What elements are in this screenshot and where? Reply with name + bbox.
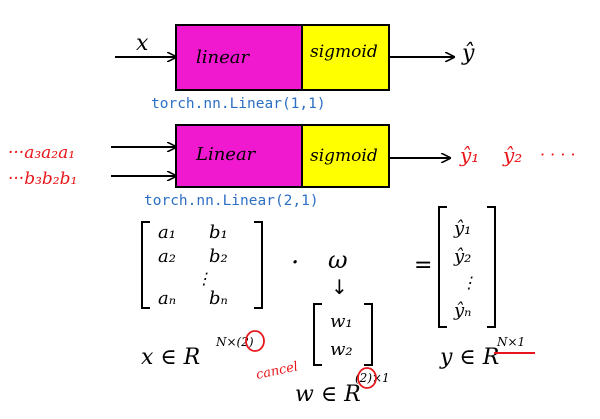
dimension-annotations: x ∈ R N×(2) cancel w ∈ R (2)×1 y ∈ R N×1 — [141, 330, 535, 407]
omega-w2: w₂ — [330, 339, 353, 360]
x-dims-circle — [245, 330, 265, 352]
matrix-y-row1: ŷ₁ — [453, 218, 471, 239]
code-linear-1-1: torch.nn.Linear(1,1) — [151, 96, 326, 112]
w-space-label: w ∈ R — [295, 382, 361, 407]
matrix-x-a2: a₂ — [158, 246, 176, 267]
w-dims-label: (2)×1 — [355, 371, 390, 385]
sigmoid-box — [301, 24, 390, 91]
matrix-x-a1: a₁ — [158, 222, 176, 243]
cancel-note: cancel — [255, 359, 300, 383]
output-label-y-hat: ŷ — [461, 41, 475, 66]
matrix-x-bn: bₙ — [209, 288, 228, 309]
sigmoid-box — [301, 124, 390, 188]
input-sequence-a: ···a₃a₂a₁ — [8, 143, 75, 163]
code-linear-2-1: torch.nn.Linear(2,1) — [144, 193, 319, 209]
matrix-x-vdots: ⋮ — [196, 269, 212, 288]
w-dims-circle — [357, 367, 377, 389]
matrix-y-right-bracket — [487, 206, 496, 328]
output-ellipsis: · · · · — [540, 145, 576, 164]
output-label-y1-hat: ŷ₁ — [459, 143, 479, 167]
matrix-x-an: aₙ — [158, 288, 176, 309]
equals-sign: = — [414, 253, 432, 278]
matrix-y-left-bracket — [438, 206, 447, 328]
output-label-y2-hat: ŷ₂ — [502, 143, 522, 167]
omega-left-bracket — [313, 303, 322, 366]
weight-vector: ω ↓ w₁ w₂ — [313, 246, 373, 366]
matrix-y-vdots: ⋮ — [461, 273, 477, 292]
diagram-single-input: x linear sigmoid ŷ torch.nn.Linear(1,1) — [115, 24, 475, 112]
matrix-x-right-bracket — [254, 221, 263, 309]
matrix-y-row2: ŷ₂ — [453, 246, 471, 267]
omega-down-arrow: ↓ — [331, 275, 348, 299]
x-dims-label: N×(2) — [215, 335, 254, 349]
matrix-x-b2: b₂ — [209, 246, 228, 267]
diagram-two-inputs: ···a₃a₂a₁ ···b₃b₂b₁ Linear sigmoid ŷ₁ ŷ₂… — [8, 124, 576, 209]
linear-box — [175, 124, 303, 188]
matrix-x-b1: b₁ — [209, 222, 228, 243]
multiply-dot: · — [291, 248, 299, 278]
sigmoid-label: sigmoid — [310, 42, 378, 62]
omega-right-bracket — [364, 303, 373, 366]
input-sequence-b: ···b₃b₂b₁ — [8, 169, 77, 189]
sigmoid-label: sigmoid — [310, 146, 378, 166]
y-space-label: y ∈ R — [439, 345, 499, 370]
x-space-label: x ∈ R — [141, 345, 200, 370]
omega-w1: w₁ — [330, 311, 353, 332]
matrix-x: a₁ b₁ a₂ b₂ ⋮ aₙ bₙ — [141, 221, 263, 309]
y-dims-label: N×1 — [496, 335, 525, 349]
matrix-y-rown: ŷₙ — [453, 300, 471, 321]
omega-symbol: ω — [328, 246, 348, 274]
linear-label: Linear — [195, 144, 257, 165]
matrix-y-hat: ŷ₁ ŷ₂ ⋮ ŷₙ — [438, 206, 496, 328]
input-label-x: x — [136, 31, 149, 56]
linear-label: linear — [196, 47, 250, 68]
matrix-x-left-bracket — [141, 221, 150, 309]
